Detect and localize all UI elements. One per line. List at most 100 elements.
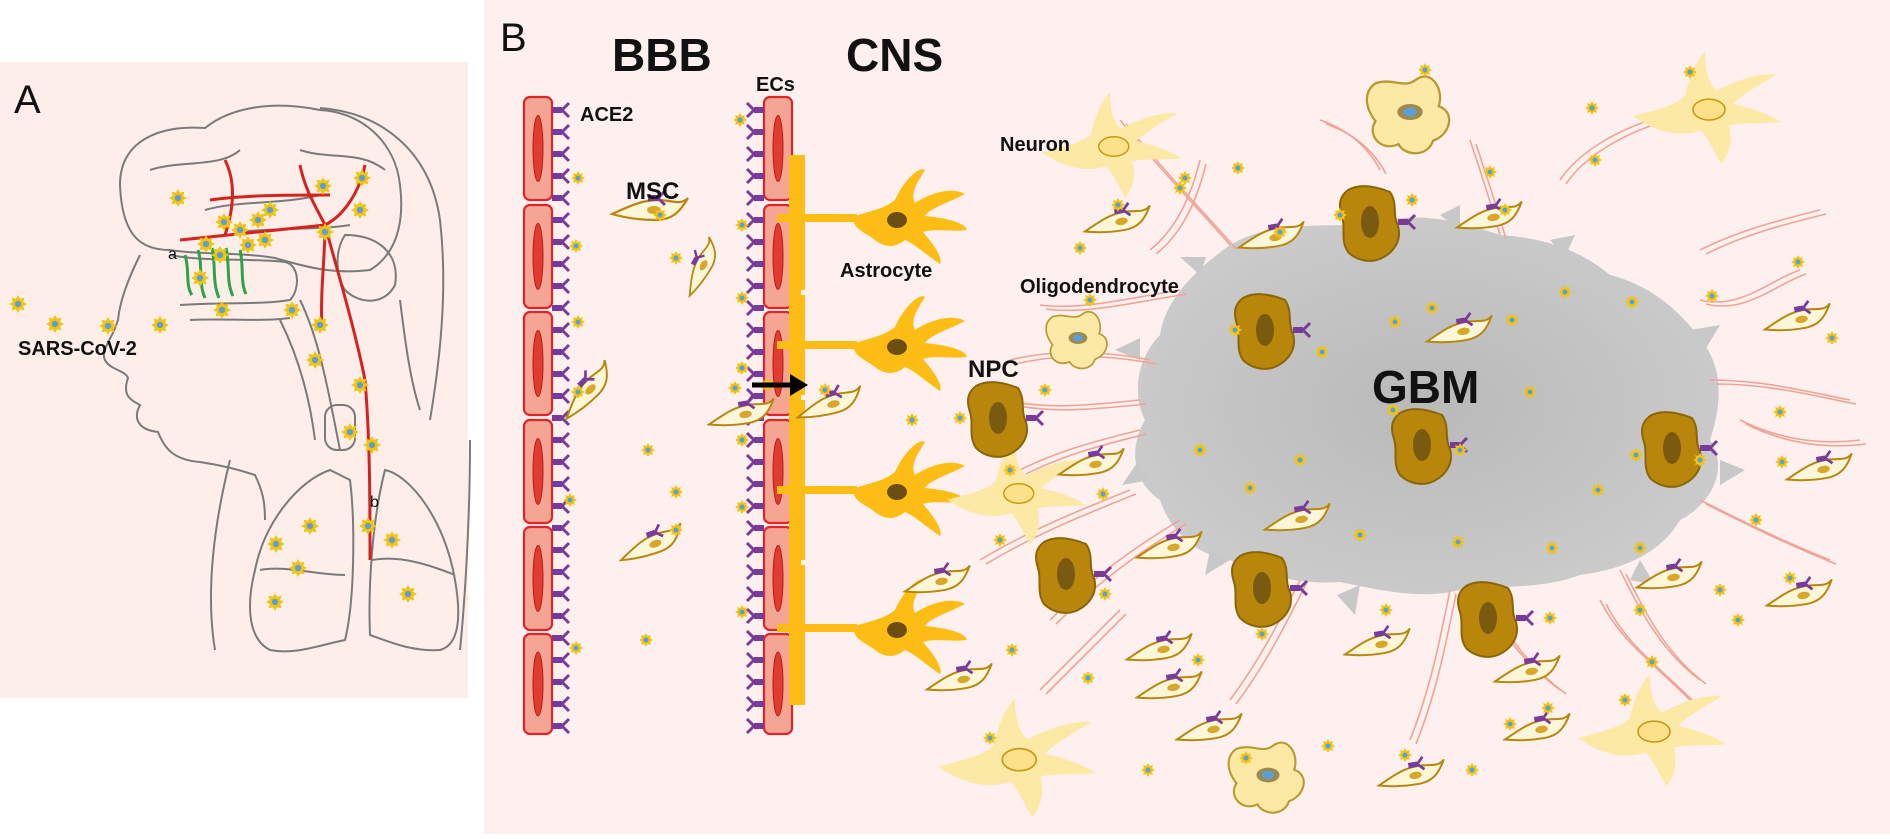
virus-particle [1098, 587, 1112, 601]
virus-particle [239, 236, 257, 254]
ace2-receptor [1516, 609, 1535, 627]
ace2-receptor [552, 673, 571, 691]
ace2-receptor [552, 277, 571, 295]
virus-particle [1173, 181, 1187, 195]
virus-particle [1731, 613, 1745, 627]
ace2-receptor [745, 431, 764, 449]
ace2-receptor [552, 233, 571, 251]
ace2-receptor [648, 189, 667, 207]
ace2-receptor [1700, 439, 1719, 457]
ace2-receptor [745, 211, 764, 229]
ace2-receptor [552, 299, 571, 317]
process-fiber [1699, 209, 1821, 251]
endothelial-cell [762, 418, 794, 525]
virus-particle [213, 301, 231, 319]
ace2-receptor [1290, 579, 1309, 597]
endothelial-cell [762, 632, 794, 736]
virus-particle [231, 221, 249, 239]
virus-particle [256, 231, 274, 249]
virus-particle [735, 605, 749, 619]
process-fiber [979, 489, 1131, 561]
virus-particle [1633, 603, 1647, 617]
virus-particle [1713, 583, 1727, 597]
msc-label: MSC [626, 178, 680, 205]
ecs-label: ECs [756, 74, 795, 96]
ace2-receptor [1533, 710, 1552, 725]
virus-particle [1618, 693, 1632, 707]
migration-arrow [752, 374, 808, 396]
virus-particle [569, 641, 583, 655]
ace2-receptor [745, 519, 764, 537]
msc-cell [1764, 576, 1833, 608]
ace2-receptor [1793, 300, 1812, 315]
process-fiber [1705, 273, 1807, 307]
ace2-receptor [745, 585, 764, 603]
virus-particle [1005, 643, 1019, 657]
virus-particle [735, 361, 749, 375]
virus-particle [1293, 453, 1307, 467]
ace2-receptor [745, 563, 764, 581]
ace2-receptor [552, 453, 571, 471]
virus-particle [1453, 443, 1467, 457]
ace2-receptor [745, 475, 764, 493]
gbm-label: GBM [1372, 361, 1480, 413]
virus-particles-panel-b [563, 63, 1839, 777]
process-fiber [1235, 583, 1307, 705]
virus-particle [669, 485, 683, 499]
msc-cell [1492, 652, 1561, 684]
gbm-cell [1641, 411, 1719, 488]
oligodendrocyte-cell [1045, 311, 1108, 370]
msc-cell [1056, 445, 1125, 477]
virus-particle [953, 411, 967, 425]
ace2-receptor [1165, 528, 1184, 543]
msc-cell [1134, 668, 1203, 700]
ace2-receptor [1155, 630, 1174, 645]
virus-particle [639, 633, 653, 647]
virus-particle [1178, 171, 1192, 185]
ace2-receptor [552, 167, 571, 185]
virus-particle [569, 239, 583, 253]
virus-particle [1541, 701, 1555, 715]
virus-particle [1418, 63, 1432, 77]
sars-cov-2-label: SARS-CoV-2 [18, 338, 137, 360]
msc-spindle-cells [564, 189, 1853, 788]
process-fiber [1475, 143, 1507, 240]
virus-particle [353, 169, 371, 187]
oligodendrocyte-cell [1365, 75, 1451, 155]
process-fiber [1715, 383, 1857, 405]
gbm-cell [1391, 408, 1469, 485]
virus-particle [1629, 448, 1643, 462]
virus-particle [1483, 165, 1497, 179]
virus-particle [1073, 241, 1087, 255]
ace2-receptor [1373, 625, 1392, 640]
process-fiber [1705, 213, 1827, 255]
ace2-receptor [552, 211, 571, 229]
ace2-receptor [745, 321, 764, 339]
virus-particle [351, 201, 369, 219]
process-fiber [1415, 593, 1457, 745]
virus-particle [46, 315, 64, 333]
virus-particle [267, 535, 285, 553]
ace2-receptor [552, 255, 571, 273]
process-fiber [1019, 429, 1141, 471]
virus-particle [1111, 198, 1125, 212]
virus-particle [1273, 225, 1287, 239]
ace2-receptor [1165, 668, 1184, 683]
astrocyte-endfeet-bar [789, 155, 805, 705]
msc-cell [1124, 630, 1193, 662]
endothelial-cell [762, 525, 794, 632]
virus-particle [1193, 443, 1207, 457]
virus-particle [1081, 671, 1095, 685]
virus-particle [1141, 763, 1155, 777]
virus-particle [1003, 463, 1017, 477]
virus-particle [1625, 295, 1639, 309]
virus-particle [1645, 655, 1659, 669]
gbm-cell [1234, 293, 1312, 370]
ace2-receptor [745, 673, 764, 691]
virus-particle [1379, 603, 1393, 617]
virus-particle [1543, 611, 1557, 625]
ace2-receptor [745, 497, 764, 515]
virus-particle [571, 385, 585, 399]
ace2-receptor [552, 651, 571, 669]
